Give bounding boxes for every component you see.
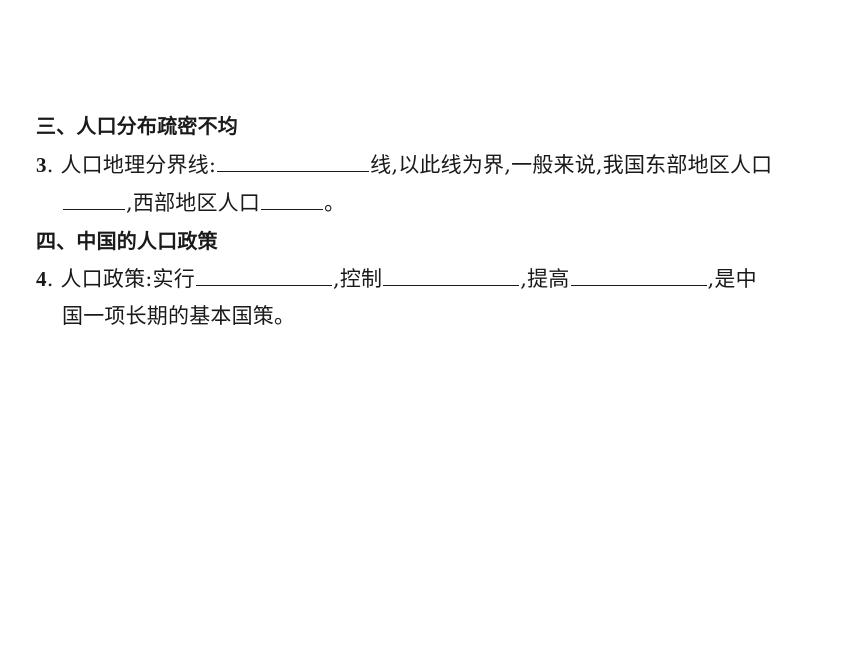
answer-blank-boundary-line[interactable]	[217, 149, 370, 172]
question-text: ,西部地区人口	[126, 191, 261, 215]
question-dot: .	[46, 267, 61, 291]
question-dot: .	[46, 153, 61, 177]
question-text: ,提高	[520, 267, 570, 291]
question-3-line-2: ,西部地区人口 。	[62, 187, 345, 218]
question-4-line-2: 国一项长期的基本国策。	[62, 304, 296, 328]
answer-blank-control[interactable]	[383, 263, 520, 286]
question-text: ,控制	[332, 267, 383, 291]
section-heading-population-policy: 四、中国的人口政策	[36, 229, 218, 253]
question-text: 人口政策:实行	[60, 267, 195, 291]
section-heading-population-distribution: 三、人口分布疏密不均	[36, 114, 238, 138]
answer-blank-east-population[interactable]	[63, 187, 125, 210]
answer-blank-west-population[interactable]	[261, 187, 324, 210]
answer-blank-implement[interactable]	[195, 263, 332, 286]
question-number: 3	[36, 153, 47, 177]
question-text: 线,以此线为界,一般来说,我国东部地区人口	[370, 153, 773, 177]
question-4-line-1: 4. 人口政策:实行 ,控制 ,提高 ,是中	[36, 263, 757, 294]
answer-blank-improve[interactable]	[570, 263, 707, 286]
question-3-line-1: 3. 人口地理分界线: 线,以此线为界,一般来说,我国东部地区人口	[36, 149, 772, 180]
question-text: ,是中	[707, 267, 757, 291]
question-text: 。	[324, 191, 346, 215]
question-number: 4	[36, 267, 47, 291]
question-text: 人口地理分界线:	[60, 153, 217, 177]
